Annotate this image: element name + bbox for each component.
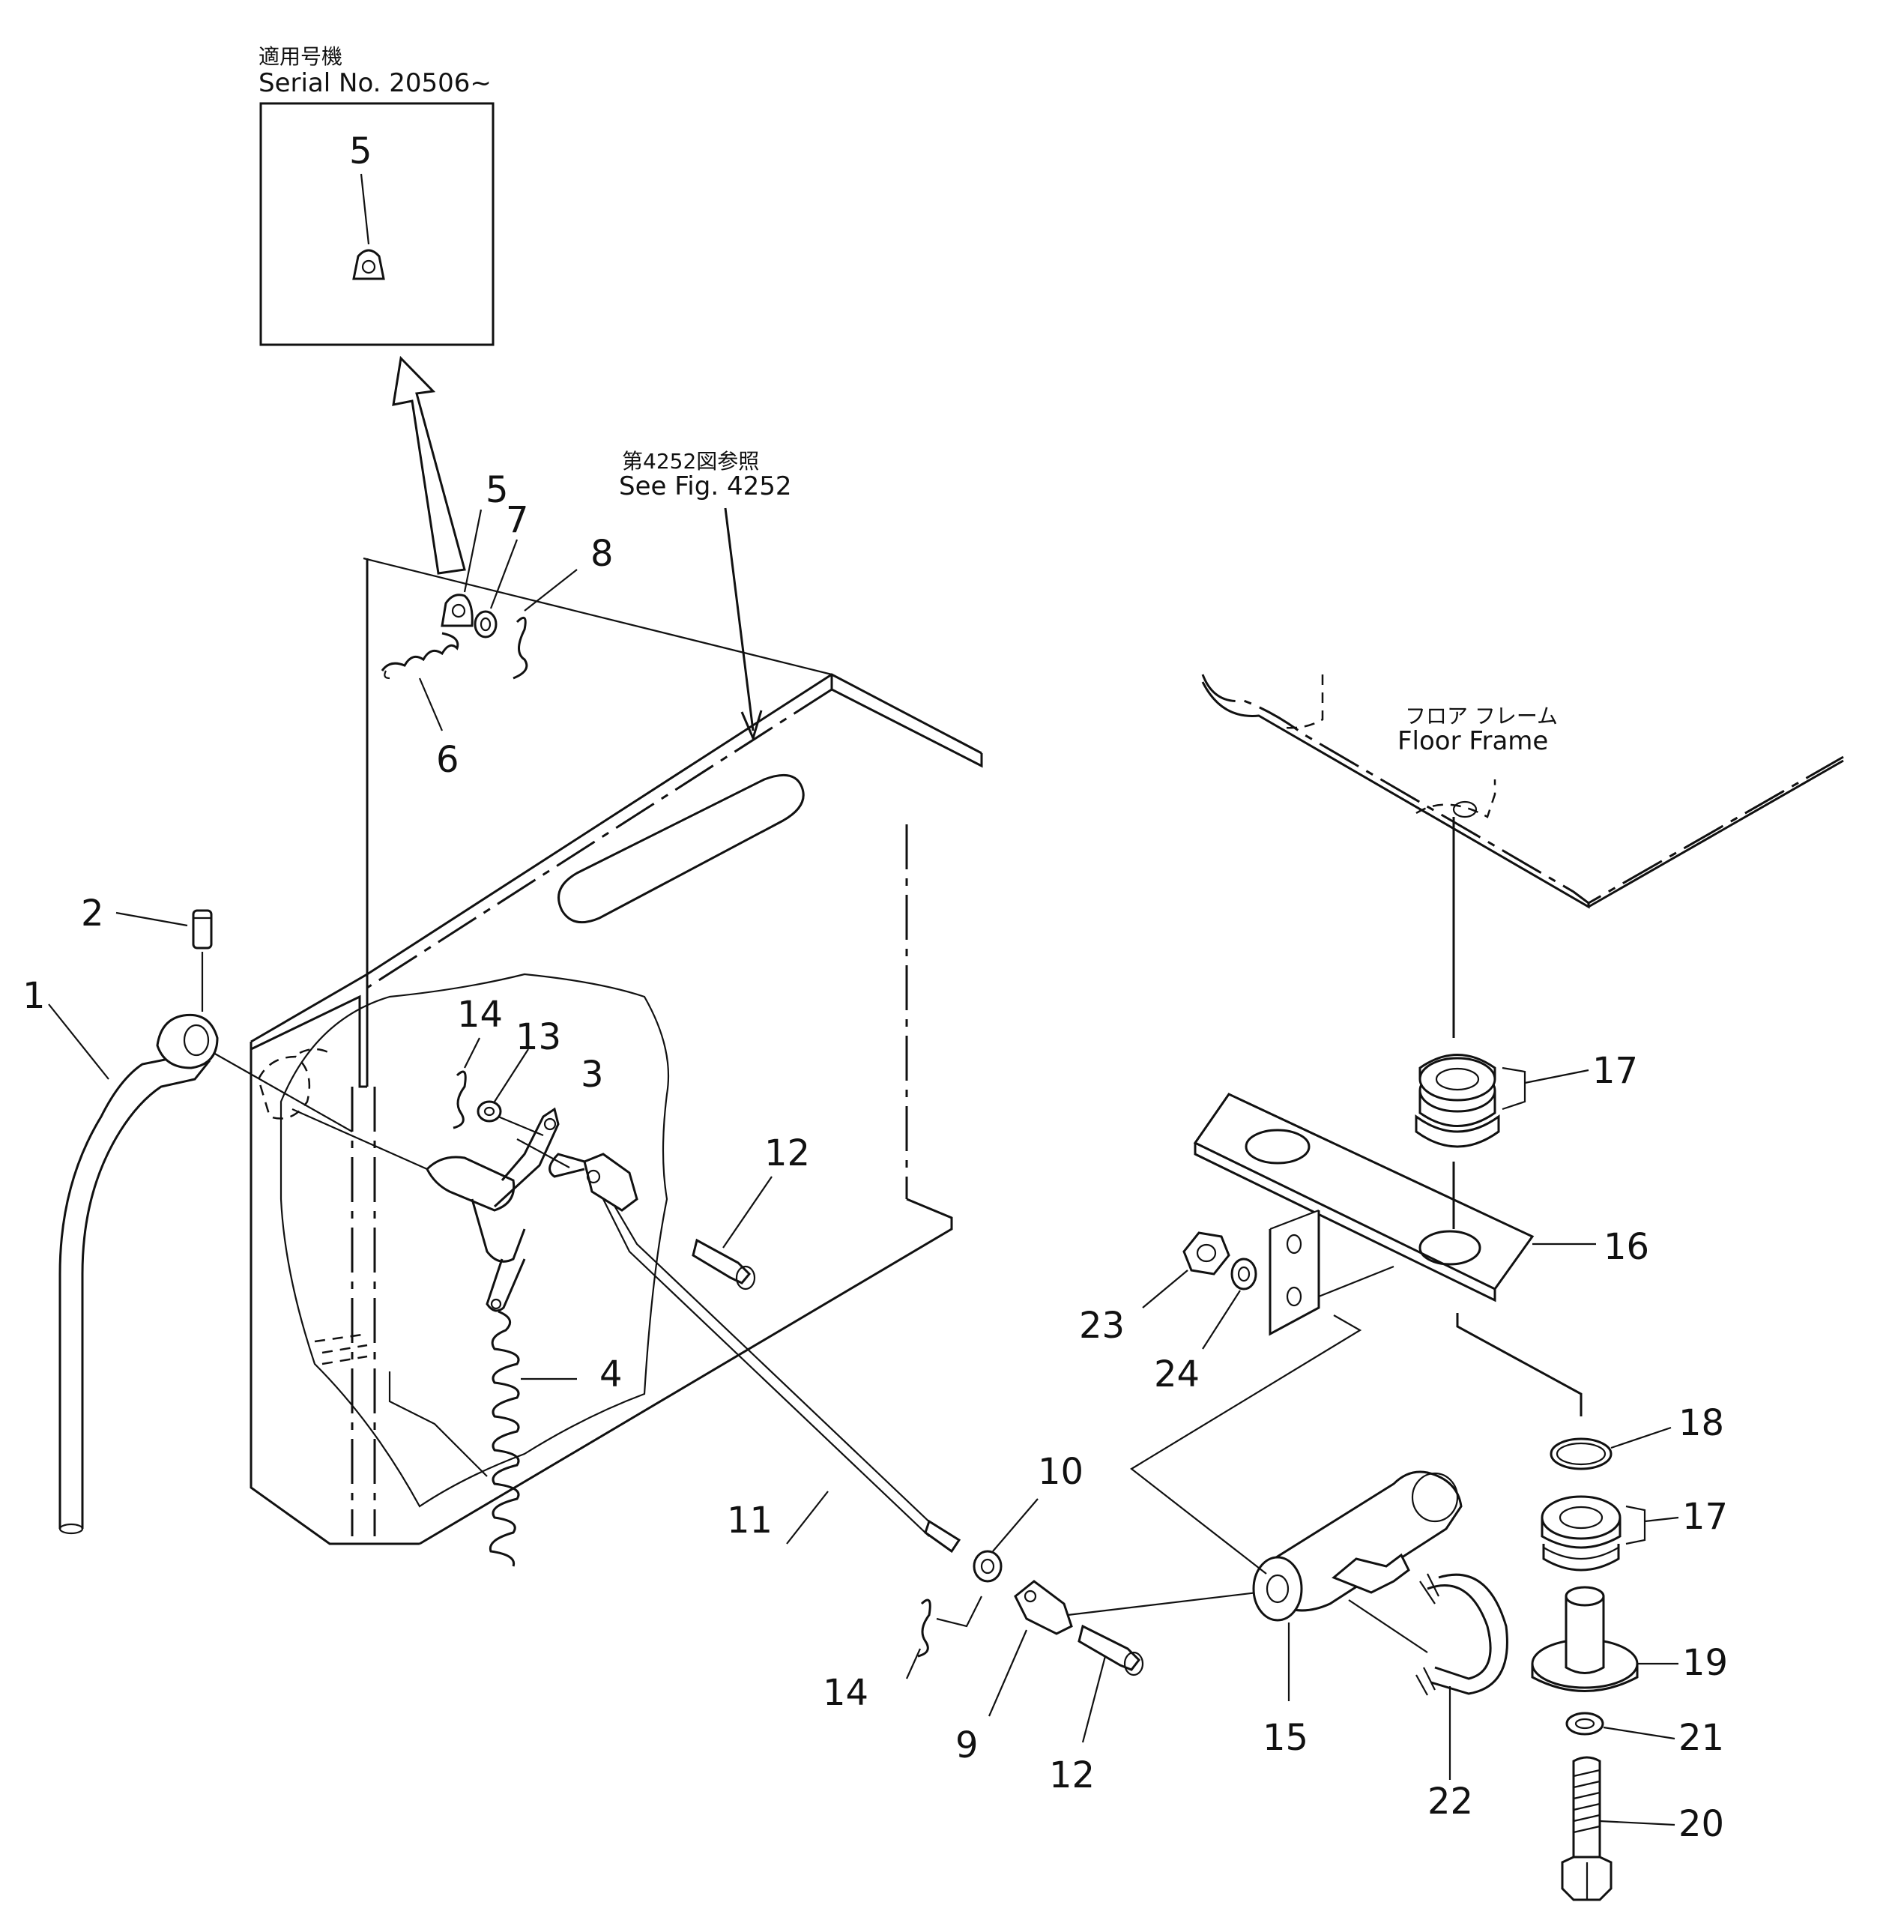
bracket-part-5 <box>441 509 483 627</box>
mount-bracket-part-16 <box>1130 1093 1596 1575</box>
clevis-part-9 <box>988 1580 1290 1717</box>
callout-4: 4 <box>599 1353 623 1395</box>
callout-19: 19 <box>1682 1642 1728 1684</box>
pin-part-14a <box>453 1037 480 1129</box>
callout-10: 10 <box>1038 1451 1084 1493</box>
callout-16: 16 <box>1604 1226 1649 1268</box>
nut-part-23 <box>1142 1231 1230 1308</box>
washer-part-7 <box>474 539 519 639</box>
cylinder-part-15 <box>1252 1470 1463 1701</box>
callout-14-lower: 14 <box>823 1672 868 1714</box>
pin-part-14b <box>905 1596 982 1679</box>
reference-note-jp: 第4252図参照 <box>622 449 759 474</box>
lever-part-1 <box>58 1013 353 1535</box>
floor-frame-label-jp: フロア フレーム <box>1405 704 1558 728</box>
pin-part-2 <box>115 909 213 1012</box>
reference-arrowhead <box>740 710 763 742</box>
pin-part-8 <box>513 569 578 680</box>
inset-callout-5: 5 <box>349 130 372 172</box>
callout-24: 24 <box>1154 1353 1200 1395</box>
callout-5: 5 <box>486 469 509 511</box>
spring-part-4 <box>489 1310 520 1567</box>
reference-note-en: See Fig. 4252 <box>619 471 791 501</box>
inset-arrow <box>392 355 466 575</box>
callout-12-upper: 12 <box>764 1132 810 1174</box>
callout-9: 9 <box>955 1724 979 1766</box>
lever-boss <box>156 1013 219 1069</box>
inset-header-en: Serial No. 20506~ <box>259 68 492 98</box>
washer-part-24 <box>1202 1258 1257 1350</box>
callout-20: 20 <box>1678 1803 1724 1845</box>
panel-frame <box>250 557 983 1545</box>
nut-part-10 <box>973 1498 1039 1583</box>
pin-part-12b <box>1078 1624 1144 1743</box>
callout-1: 1 <box>22 975 46 1017</box>
callout-21: 21 <box>1678 1717 1724 1759</box>
callout-leaders <box>48 1003 829 1545</box>
reference-note: 第4252図参照 See Fig. 4252 <box>619 449 791 742</box>
inset-frame <box>259 102 495 346</box>
callout-22: 22 <box>1427 1781 1473 1823</box>
callout-13: 13 <box>516 1016 561 1058</box>
pin-part-12a <box>692 1176 773 1290</box>
floor-frame-label-en: Floor Frame <box>1397 726 1548 756</box>
inset-bracket-part <box>352 249 385 280</box>
callout-17-lower: 17 <box>1682 1496 1728 1538</box>
callout-15: 15 <box>1263 1717 1308 1759</box>
callout-numbers: 1 2 3 4 5 6 7 8 9 10 11 12 12 13 14 14 1… <box>22 469 1728 1845</box>
collar-part-19 <box>1531 1586 1678 1692</box>
callout-12-lower: 12 <box>1049 1754 1095 1796</box>
upper-cushion-part-17a <box>1415 817 1589 1229</box>
callout-2: 2 <box>81 893 104 935</box>
spring-part-6 <box>381 632 459 731</box>
cylinder-bracket <box>1332 1553 1410 1594</box>
callout-7: 7 <box>506 499 529 541</box>
callout-11: 11 <box>727 1500 773 1542</box>
callout-14-upper: 14 <box>457 994 503 1036</box>
callout-6: 6 <box>436 739 459 781</box>
inset-header-jp: 適用号機 <box>259 44 342 69</box>
callout-23: 23 <box>1079 1305 1125 1347</box>
callout-8: 8 <box>590 533 614 575</box>
panel-slot <box>557 773 805 924</box>
rod-yoke <box>583 1153 638 1212</box>
callout-17-upper: 17 <box>1592 1050 1638 1092</box>
rod-part-11 <box>516 1138 961 1554</box>
callout-3: 3 <box>581 1054 604 1096</box>
lower-cushion-part-17b <box>1541 1495 1679 1572</box>
bolt-part-20 <box>1561 1756 1675 1901</box>
crank-part-3 <box>291 1107 560 1312</box>
floor-frame: フロア フレーム Floor Frame <box>1201 674 1844 909</box>
washer-part-21 <box>1565 1712 1675 1740</box>
callout-18: 18 <box>1678 1402 1724 1444</box>
hose-part-22 <box>1415 1573 1508 1780</box>
stack-line <box>1456 1313 1583 1416</box>
serial-inset: 適用号機 Serial No. 20506~ 5 <box>259 44 495 346</box>
cutaway-outline <box>279 973 670 1508</box>
oring-part-18 <box>1550 1426 1672 1470</box>
washer-part-13 <box>477 1048 544 1137</box>
